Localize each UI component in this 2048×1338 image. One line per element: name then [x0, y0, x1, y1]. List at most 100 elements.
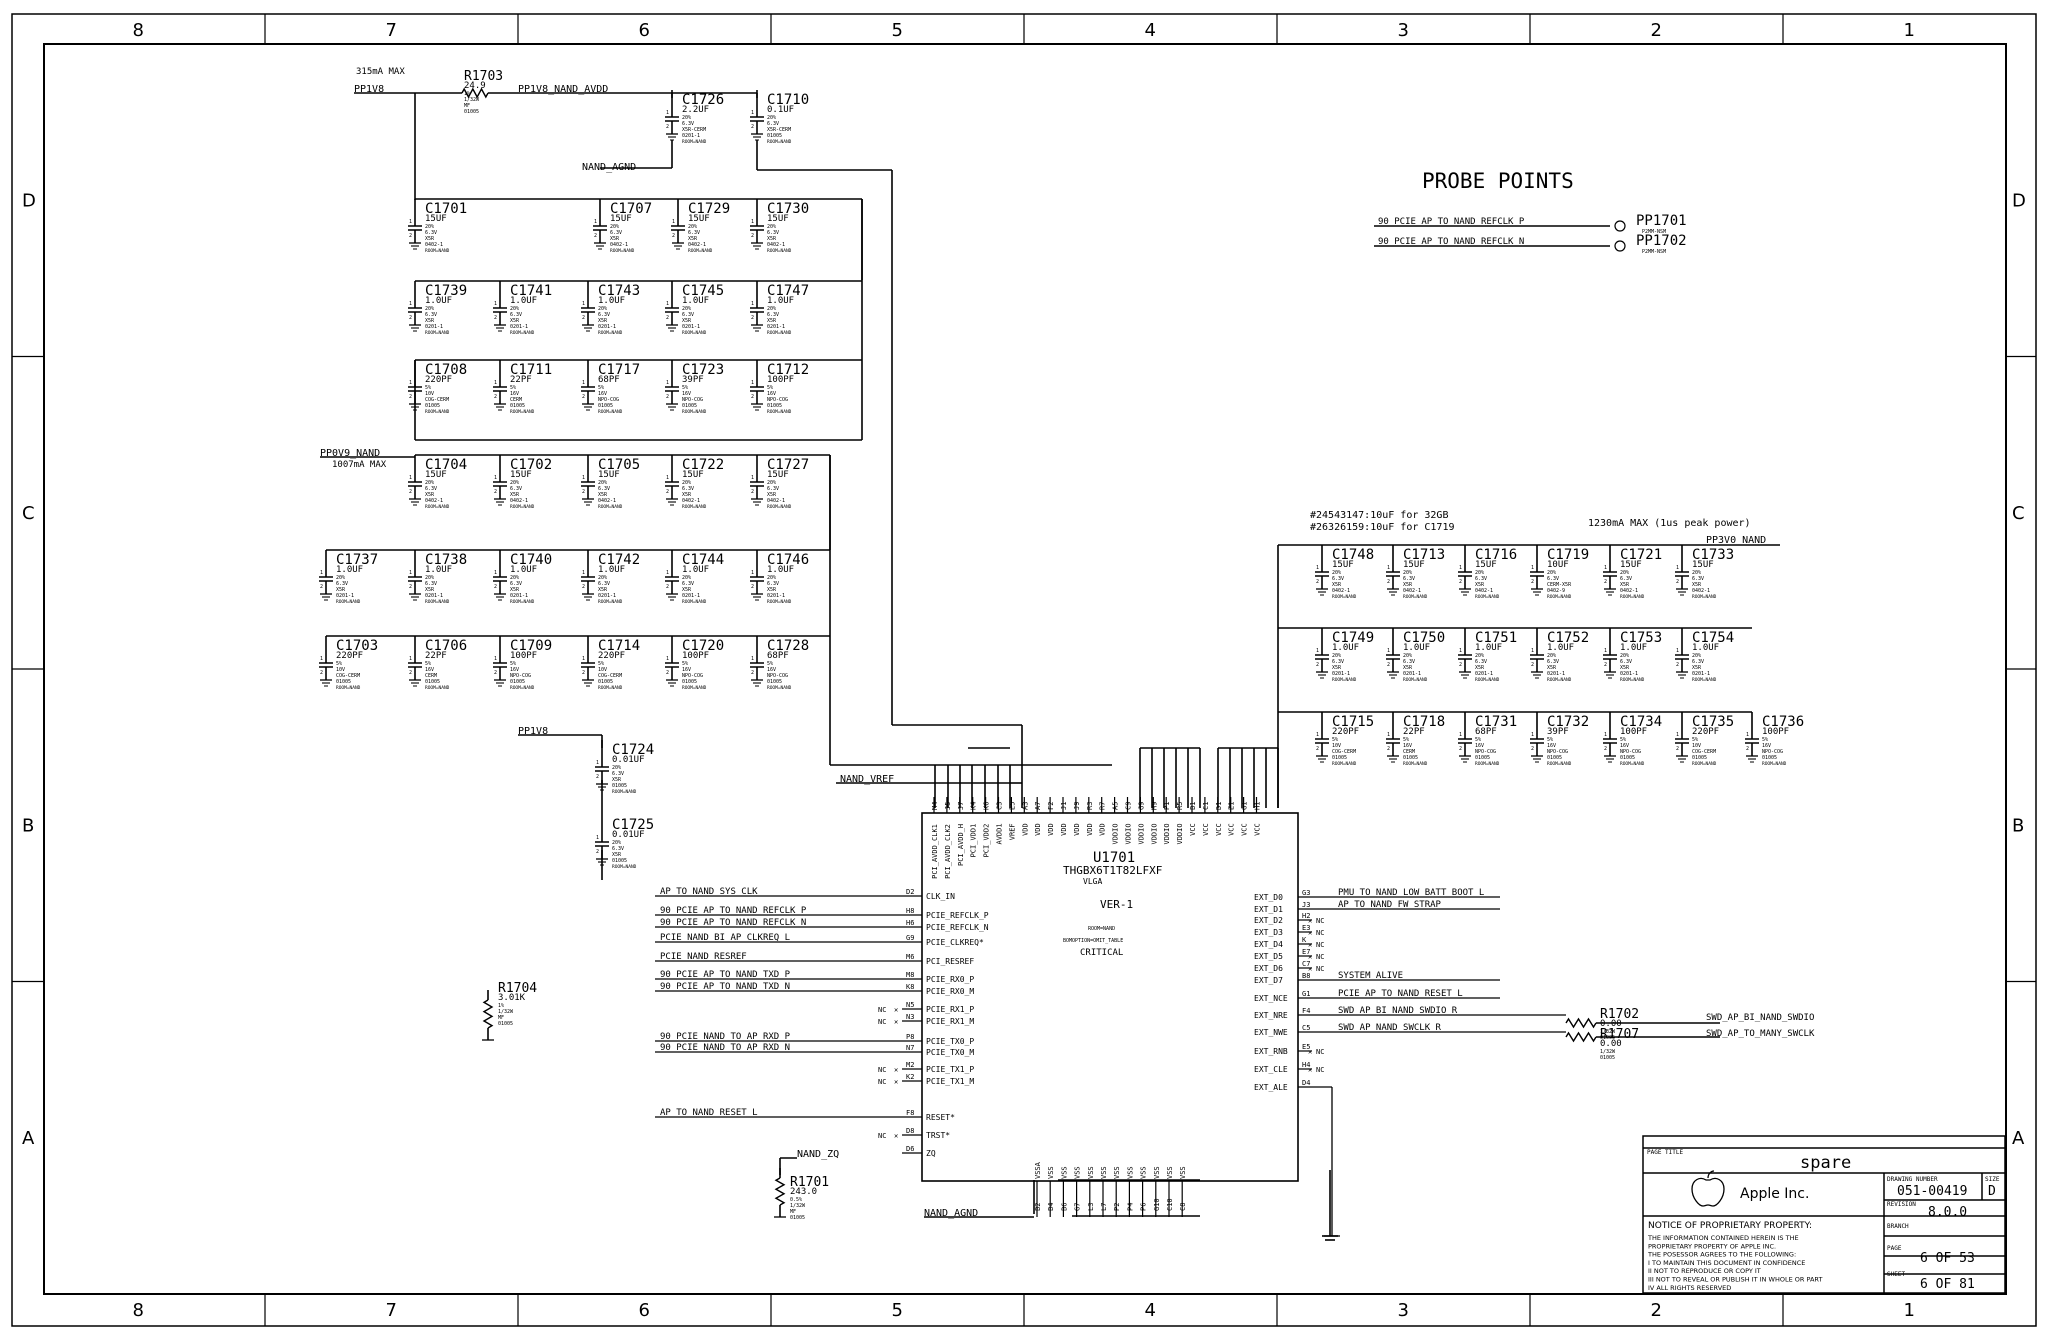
- pin-1-label: 1: [494, 301, 497, 307]
- cap-room: ROOM=NAND: [598, 330, 623, 336]
- pin-2-label: 2: [666, 315, 669, 321]
- cap-spec: 20%: [682, 115, 691, 121]
- cap-value: 220PF: [598, 651, 625, 661]
- size-label: SIZE: [1985, 1176, 2000, 1183]
- pin-1-label: 1: [596, 835, 599, 841]
- pin-name: VDD: [1099, 823, 1107, 836]
- grid-col-top-2: 2: [1651, 20, 1662, 41]
- cap-spec: 0402-1: [425, 498, 443, 504]
- pin-name: VSS: [1113, 1166, 1121, 1179]
- cap-value: 1.0UF: [1475, 643, 1502, 653]
- cap-room: ROOM=NAND: [510, 599, 535, 605]
- cap-ref: C1753: [1620, 630, 1662, 646]
- net-label: PCIE_AP_TO_NAND_RESET_L: [1338, 989, 1463, 999]
- pin-2-label: 2: [1387, 579, 1390, 585]
- cap-spec: 5%: [682, 385, 688, 391]
- cap-spec: 5%: [767, 661, 773, 667]
- notice-line: II NOT TO REPRODUCE OR COPY IT: [1648, 1267, 1761, 1275]
- cap-room: ROOM=NAND: [682, 139, 707, 145]
- net-label: PCIE_NAND_BI_AP_CLKREQ_L: [660, 933, 790, 943]
- pin-1-label: 1: [409, 570, 412, 576]
- cap-spec: 20%: [1403, 653, 1412, 659]
- pin-number: M4: [931, 802, 939, 810]
- pin-number: K6: [983, 802, 991, 810]
- no-connect-label: NC: [1316, 953, 1324, 961]
- cap-spec: 5%: [1692, 737, 1698, 743]
- cap-spec: X5R: [682, 587, 692, 593]
- cap-spec: 16V: [598, 391, 607, 397]
- no-connect-label: NC: [878, 1018, 886, 1026]
- cap-spec: 0201-1: [425, 324, 443, 330]
- grid-row-right-D: D: [2012, 190, 2026, 211]
- no-connect-icon: ✕: [894, 1018, 898, 1026]
- pin-name: PCI_AVDD_H: [957, 824, 965, 866]
- pin-1-label: 1: [1387, 565, 1390, 571]
- cap-spec: CERM: [510, 397, 522, 403]
- no-connect-icon: ✕: [894, 1066, 898, 1074]
- pin-number: N3: [906, 1013, 914, 1021]
- resistor-value: 243.0: [790, 1187, 817, 1197]
- cap-spec: 6.3V: [510, 581, 522, 587]
- pin-name: VCC: [1215, 823, 1223, 836]
- ic-version: VER-1: [1100, 898, 1133, 911]
- cap-spec: 20%: [682, 306, 691, 312]
- company-name: Apple Inc.: [1740, 1186, 1809, 1202]
- capacitor-c1726: 12C17262.2UF20%6.3VX5R-CERM0201-1ROOM=NA…: [665, 90, 724, 145]
- cap-spec: X5R: [767, 587, 777, 593]
- cap-spec: 20%: [1692, 570, 1701, 576]
- pin-number: H4: [1302, 1061, 1310, 1069]
- cap-spec: 0402-1: [1403, 588, 1421, 594]
- pin-1-label: 1: [1676, 648, 1679, 654]
- pin-name: EXT_NCE: [1254, 994, 1288, 1003]
- notice-line: I TO MAINTAIN THIS DOCUMENT IN CONFIDENC…: [1648, 1259, 1805, 1267]
- cap-value: 1.0UF: [1547, 643, 1574, 653]
- cap-ref: C1713: [1403, 547, 1445, 563]
- cap-spec: 0201-1: [1620, 671, 1638, 677]
- pin-name: EXT_ALE: [1254, 1083, 1288, 1092]
- cap-spec: X5R: [1547, 665, 1557, 671]
- net-label: SWD_AP_BI_NAND_SWDIO_R: [1338, 1006, 1458, 1016]
- cap-spec: 5%: [336, 661, 342, 667]
- current-limit-315ma: 315mA MAX: [356, 67, 405, 77]
- pin-name: VSS: [1100, 1166, 1108, 1179]
- pin-number: H6: [906, 919, 914, 927]
- cap-spec: 20%: [1475, 570, 1484, 576]
- cap-ref: C1704: [425, 457, 467, 473]
- cap-value: 1.0UF: [336, 565, 363, 575]
- cap-ref: C1702: [510, 457, 552, 473]
- cap-spec: 6.3V: [612, 771, 624, 777]
- cap-ref: C1752: [1547, 630, 1589, 646]
- cap-spec: X5R: [510, 318, 520, 324]
- pin-1-label: 1: [666, 656, 669, 662]
- cap-room: ROOM=NAND: [598, 685, 623, 691]
- pin-number: D1: [1215, 802, 1223, 810]
- cap-ref: C1746: [767, 552, 809, 568]
- pin-name: VDD: [1021, 823, 1029, 836]
- cap-spec: X5R: [682, 318, 692, 324]
- pin-2-label: 2: [1387, 746, 1390, 752]
- pin-number: J5: [944, 802, 952, 810]
- ic-pin-left-h6: PCIE_REFCLK_NH690_PCIE_AP_TO_NAND_REFCLK…: [655, 918, 989, 932]
- cap-ref: C1701: [425, 201, 467, 217]
- grid-row-right-A: A: [2012, 1128, 2025, 1149]
